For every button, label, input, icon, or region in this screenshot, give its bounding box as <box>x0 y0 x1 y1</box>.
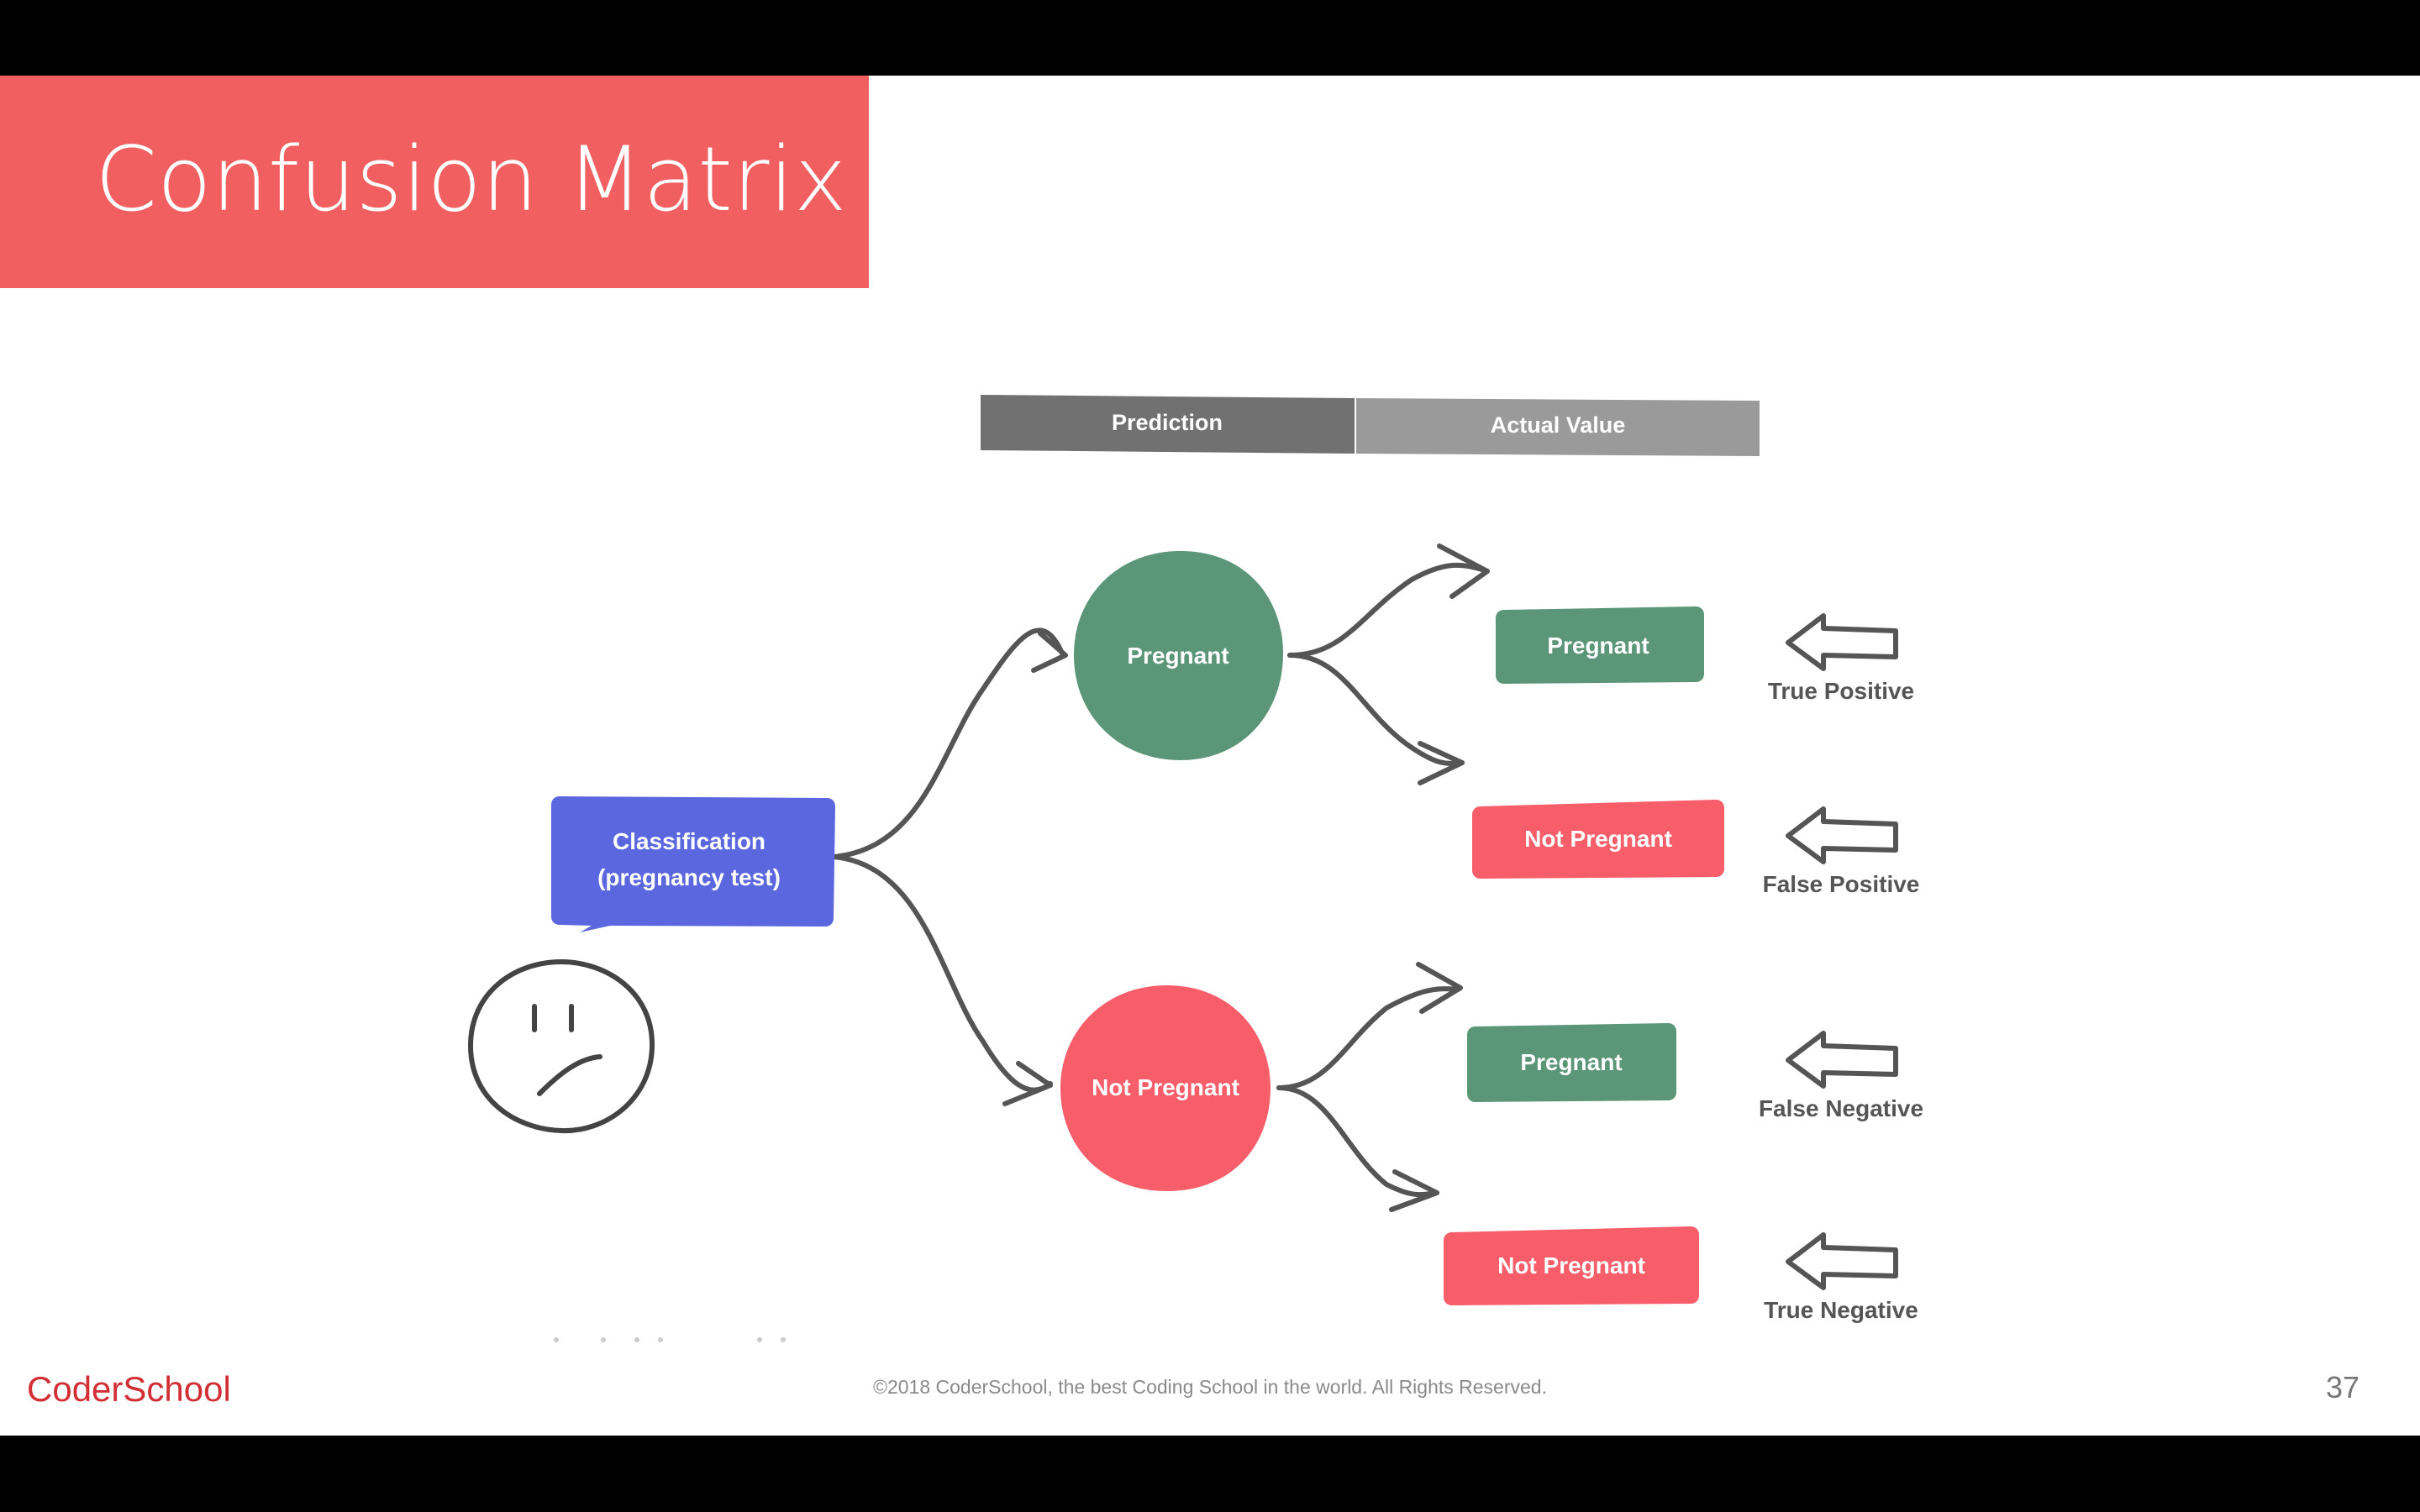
prediction-pregnant-node: Pregnant <box>1074 551 1284 760</box>
classification-line1: Classification <box>613 828 765 854</box>
title-band: Confusion Matrix <box>0 76 869 288</box>
prediction-header-label: Prediction <box>1112 410 1223 435</box>
connector-not-pregnant-to-fn <box>1276 986 1460 1090</box>
confused-face-icon <box>467 958 655 1134</box>
outcome-tp-label: True Positive <box>1768 678 1914 704</box>
actual-tn-node: Not Pregnant <box>1444 1226 1699 1305</box>
actual-tp-node: Pregnant <box>1496 606 1704 684</box>
left-arrow-icon <box>1786 1232 1898 1290</box>
arrowhead-fn <box>1416 962 1463 1014</box>
actual-header-label: Actual Value <box>1491 412 1626 438</box>
slide: Confusion Matrix Prediction Actual Value <box>0 76 2420 1436</box>
footer-copyright: ©2018 CoderSchool, the best Coding Schoo… <box>873 1376 1547 1398</box>
prediction-pregnant-label: Pregnant <box>1127 643 1228 669</box>
prediction-not-pregnant-label: Not Pregnant <box>1092 1074 1239 1100</box>
actual-tp-label: Pregnant <box>1547 633 1649 659</box>
arrowhead-fp <box>1418 741 1465 785</box>
outcome-labels: True Positive False Positive False Negat… <box>1759 678 1923 1323</box>
arrowhead-not-pregnant <box>1002 1061 1053 1106</box>
connectors <box>831 543 1490 1212</box>
outcome-fp-label: False Positive <box>1763 871 1920 897</box>
classification-line2: (pregnancy test) <box>597 864 781 890</box>
outcome-arrows <box>1786 613 1898 1290</box>
outcome-tn-label: True Negative <box>1764 1297 1918 1323</box>
left-arrow-icon <box>1786 1031 1898 1089</box>
connector-pregnant-to-tp <box>1287 562 1490 658</box>
prediction-not-pregnant-node: Not Pregnant <box>1060 985 1270 1191</box>
left-arrow-icon <box>1786 613 1898 671</box>
classification-node: Classification (pregnancy test) <box>551 796 835 932</box>
left-arrow-icon <box>1786 806 1898 864</box>
confusion-matrix-diagram: Prediction Actual Value Classification (… <box>467 395 1923 1342</box>
actual-fp-label: Not Pregnant <box>1524 826 1672 852</box>
connector-root-to-not-pregnant <box>831 854 1053 1093</box>
coderschool-logo: CoderSchool <box>27 1369 231 1409</box>
outcome-fn-label: False Negative <box>1759 1095 1923 1121</box>
decorative-specks <box>554 1337 786 1342</box>
arrowhead-pregnant <box>1031 631 1068 673</box>
connector-root-to-pregnant <box>831 627 1065 859</box>
connector-pregnant-to-fp <box>1287 653 1465 766</box>
actual-fp-node: Not Pregnant <box>1472 800 1724 879</box>
arrowhead-tp <box>1437 543 1490 599</box>
actual-header-bar <box>1356 398 1760 456</box>
arrowhead-tn <box>1389 1169 1439 1212</box>
actual-tn-label: Not Pregnant <box>1497 1252 1645 1278</box>
header-bars: Prediction Actual Value <box>981 395 1760 456</box>
connector-not-pregnant-to-tn <box>1276 1085 1439 1198</box>
actual-fn-label: Pregnant <box>1520 1049 1622 1075</box>
prediction-header-bar <box>981 395 1355 454</box>
slide-title: Confusion Matrix <box>95 128 847 231</box>
page-number: 37 <box>2325 1370 2360 1404</box>
classification-bubble <box>551 796 835 932</box>
actual-fn-node: Pregnant <box>1467 1023 1676 1102</box>
